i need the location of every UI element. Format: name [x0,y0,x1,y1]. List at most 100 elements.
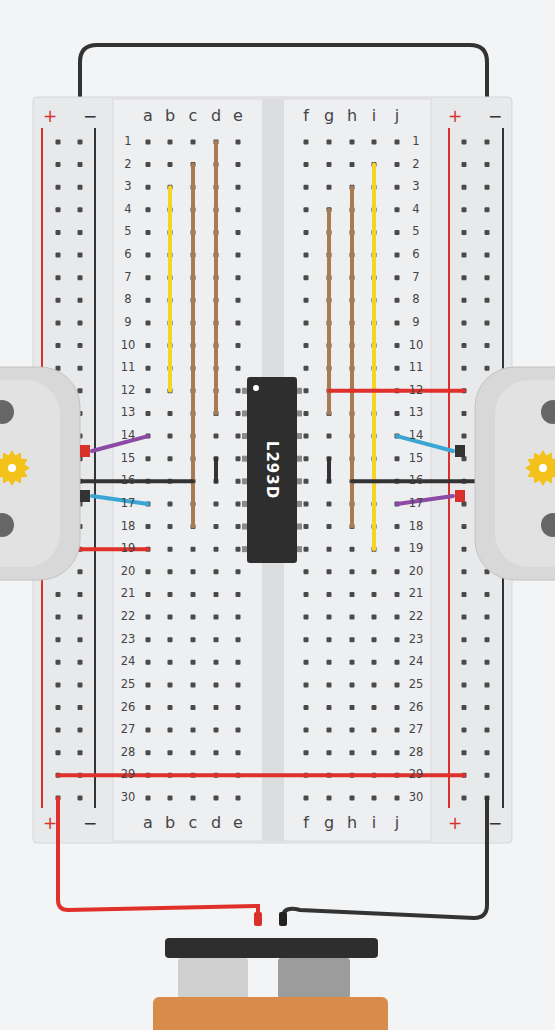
breadboard-hole [395,253,400,258]
row-number: 13 [409,408,424,420]
breadboard-hole [168,750,173,755]
breadboard-hole [214,547,219,552]
breadboard-hole [327,682,332,687]
battery-lead [58,798,258,915]
row-number: 14 [409,430,424,442]
breadboard-hole [372,705,377,710]
breadboard-hole [395,524,400,529]
breadboard-hole [395,411,400,416]
jumper-wire [58,773,464,777]
rail-sign: − [83,815,97,832]
row-number: 11 [409,362,424,374]
row-number: 30 [121,792,136,804]
breadboard-hole [304,434,309,439]
breadboard-hole [350,140,355,145]
row-number: 15 [121,453,136,465]
dc-motor-face [495,380,555,567]
rail-hole [485,298,490,303]
breadboard-hole [146,388,151,393]
rail-hole [78,253,83,258]
row-number: 6 [412,249,419,261]
rail-hole [462,615,467,620]
jumper-wire [397,496,453,504]
rail-hole [462,434,467,439]
breadboard-hole [236,253,241,258]
breadboard-hole [214,682,219,687]
rail-hole [56,682,61,687]
rail-hole [485,773,490,778]
rail-hole [78,569,83,574]
breadboard-hole [395,230,400,235]
column-letter: g [324,815,334,831]
jumper-wire [168,187,172,391]
breadboard-hole [168,501,173,506]
breadboard-hole [395,660,400,665]
mount-hole [541,513,555,537]
breadboard-hole [168,547,173,552]
rail-hole [462,411,467,416]
breadboard-hole [236,456,241,461]
breadboard-hole [214,615,219,620]
rail-hole [485,592,490,597]
breadboard-hole [304,479,309,484]
breadboard-hole [304,547,309,552]
jumper-wire [397,436,453,451]
row-number: 28 [121,747,136,759]
row-number: 20 [121,566,136,578]
breadboard-hole [146,795,151,800]
breadboard-hole [304,750,309,755]
column-letter: a [143,108,153,124]
breadboard-hole [168,660,173,665]
breadboard-hole [350,615,355,620]
rail-hole [78,388,83,393]
breadboard-hole [304,140,309,145]
breadboard-hole [327,637,332,642]
breadboard-hole [395,705,400,710]
row-number: 3 [124,181,131,193]
jumper-wire [372,165,376,550]
breadboard-hole [350,547,355,552]
rail-hole [462,592,467,597]
rail-hole [78,140,83,145]
breadboard-hole [168,434,173,439]
breadboard-hole [327,185,332,190]
breadboard-hole [146,569,151,574]
rail-hole [78,185,83,190]
rail-hole [56,253,61,258]
breadboard-hole [191,660,196,665]
breadboard-hole [236,479,241,484]
breadboard-hole [168,524,173,529]
row-number: 3 [412,181,419,193]
breadboard-hole [350,682,355,687]
breadboard-hole [236,795,241,800]
rail-hole [56,320,61,325]
breadboard-hole [236,501,241,506]
column-letter: e [233,815,243,831]
breadboard-hole [146,637,151,642]
rail-hole [462,524,467,529]
rail-hole [485,660,490,665]
row-number: 4 [412,204,419,216]
breadboard-hole [146,343,151,348]
breadboard-hole [236,343,241,348]
breadboard-hole [304,298,309,303]
jumper-wire [327,459,331,482]
rail-hole [462,162,467,167]
rail-sign: − [488,108,502,125]
row-number: 10 [121,340,136,352]
breadboard-hole [191,140,196,145]
chip-notch [253,385,259,391]
rail-hole [78,366,83,371]
row-number: 23 [409,634,424,646]
breadboard-hole [168,728,173,733]
breadboard-hole [304,660,309,665]
row-number: 19 [121,543,136,555]
row-number: 2 [124,159,131,171]
breadboard-hole [236,682,241,687]
breadboard-hole [372,660,377,665]
row-number: 1 [124,136,131,148]
rail-hole [462,750,467,755]
rail-hole [462,275,467,280]
breadboard-hole [191,592,196,597]
center-channel [262,99,284,841]
